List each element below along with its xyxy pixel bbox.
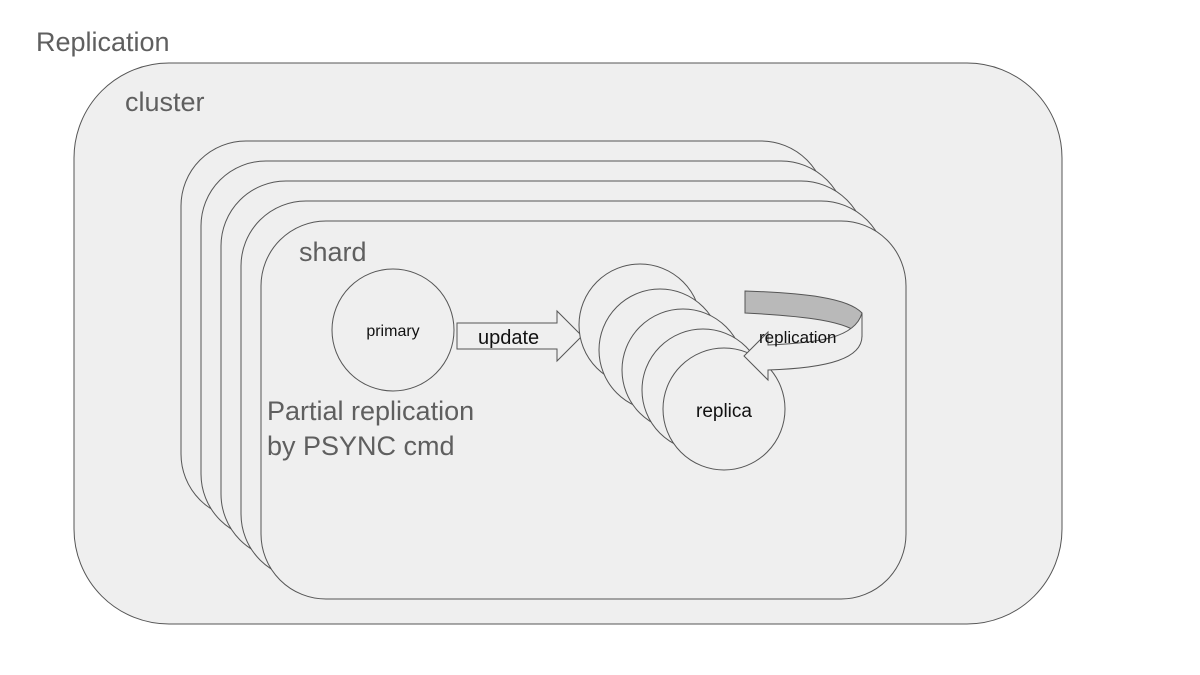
replication-arrow xyxy=(743,290,863,382)
replication-arrow-body xyxy=(743,312,863,382)
update-arrow-label: update xyxy=(478,327,539,349)
replication-arrow-label: replication xyxy=(759,328,837,347)
update-arrow xyxy=(456,309,583,363)
replica-label: replica xyxy=(696,401,752,422)
shard-note-line-2: by PSYNC cmd xyxy=(267,431,455,461)
primary-node xyxy=(331,268,455,392)
diagram-title: Replication xyxy=(36,27,170,57)
cluster-label: cluster xyxy=(125,87,205,117)
shard-stack xyxy=(180,140,907,600)
primary-label: primary xyxy=(366,323,419,340)
replica-node xyxy=(662,347,786,471)
shard-note-line-1: Partial replication xyxy=(267,396,474,426)
replica-stack xyxy=(578,263,786,471)
shard-label: shard xyxy=(299,237,367,267)
